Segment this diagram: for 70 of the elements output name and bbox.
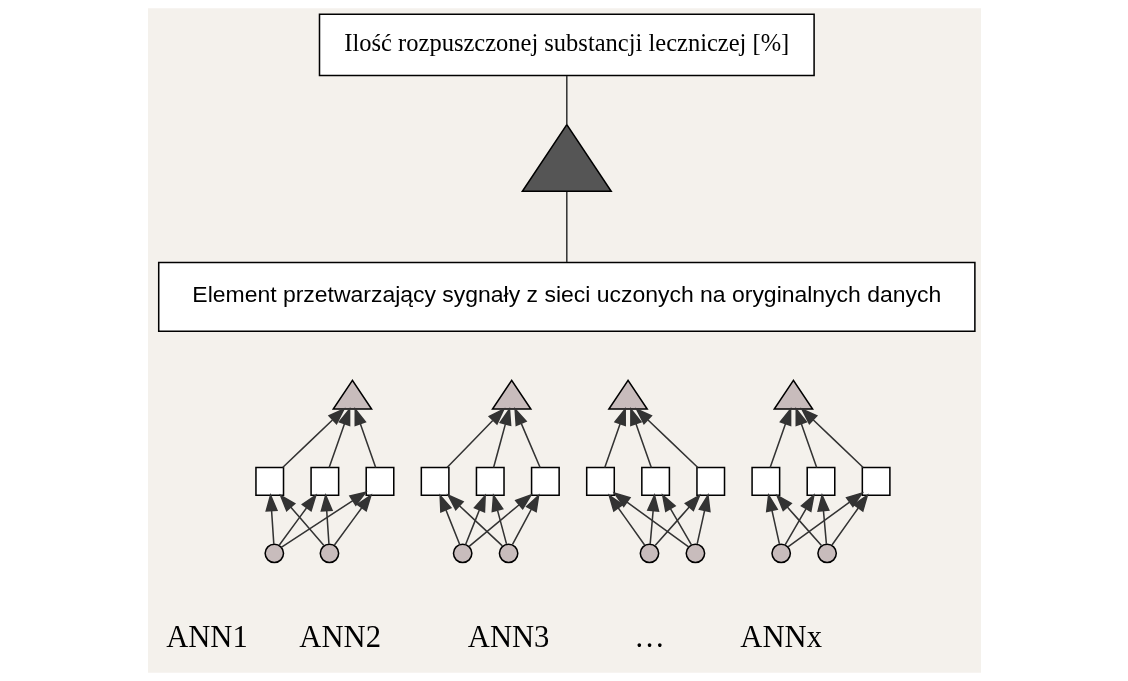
arrow	[280, 490, 368, 549]
label: …	[633, 619, 665, 654]
arrow	[490, 493, 507, 545]
arrow	[629, 406, 652, 469]
arrow	[467, 493, 533, 548]
arrow	[464, 493, 486, 546]
label: ANN3	[467, 619, 549, 654]
node-box: Element przetwarzający sygnały z sieci uczonych na oryginalnych danych	[157, 261, 976, 333]
arrow	[264, 493, 278, 545]
node-circle	[263, 543, 284, 564]
arrow	[653, 493, 701, 547]
node-circle	[452, 543, 473, 564]
arrow	[333, 493, 372, 546]
arrow	[795, 406, 817, 469]
label: ANN1	[165, 619, 248, 654]
arrow	[765, 493, 780, 545]
arrow	[492, 406, 511, 469]
arrow	[603, 406, 626, 469]
arrow	[607, 493, 645, 546]
arrow	[278, 493, 317, 546]
node-triangle	[520, 123, 613, 192]
arrow	[830, 493, 869, 546]
arrow	[438, 493, 460, 546]
node-triangle	[490, 378, 532, 410]
node-circle	[498, 543, 519, 564]
arrow	[446, 493, 503, 547]
arrow	[281, 407, 346, 469]
arrow	[354, 406, 376, 469]
node-box	[585, 466, 615, 496]
label: ANN2	[298, 619, 381, 654]
label: ANNx	[739, 619, 822, 654]
arrow	[278, 493, 325, 547]
connector	[565, 75, 568, 126]
node-triangle	[607, 378, 649, 410]
node-box: Ilość rozpuszczonej substancji leczniczej [%]	[318, 13, 815, 77]
arrow	[445, 407, 505, 469]
node-box	[530, 466, 560, 496]
node-box	[695, 466, 725, 496]
arrow	[646, 493, 659, 545]
node-circle	[639, 543, 659, 564]
arrow	[775, 493, 822, 547]
node-triangle	[772, 378, 814, 410]
node-box	[750, 466, 780, 496]
node-box	[475, 466, 505, 496]
arrow	[816, 493, 830, 545]
arrow	[634, 407, 699, 469]
node-triangle	[331, 378, 373, 410]
node-box	[254, 466, 284, 496]
connector	[565, 191, 568, 263]
arrow	[327, 406, 350, 469]
node-circle	[319, 543, 339, 564]
arrow	[786, 491, 864, 548]
arrow	[768, 406, 791, 469]
node-box	[640, 466, 670, 496]
arrow	[661, 493, 692, 546]
node-box	[309, 466, 339, 496]
node-box	[861, 466, 891, 496]
node-box	[364, 466, 395, 496]
node-box	[805, 466, 836, 496]
node-circle	[816, 543, 837, 564]
arrow	[695, 493, 711, 545]
node-box	[420, 466, 450, 496]
arrow	[511, 493, 540, 546]
arrow	[612, 491, 689, 548]
node-circle	[684, 543, 705, 564]
node-circle	[770, 543, 791, 564]
arrow	[513, 407, 541, 469]
arrow	[799, 407, 864, 469]
arrow	[319, 493, 333, 545]
arrow	[783, 493, 815, 546]
